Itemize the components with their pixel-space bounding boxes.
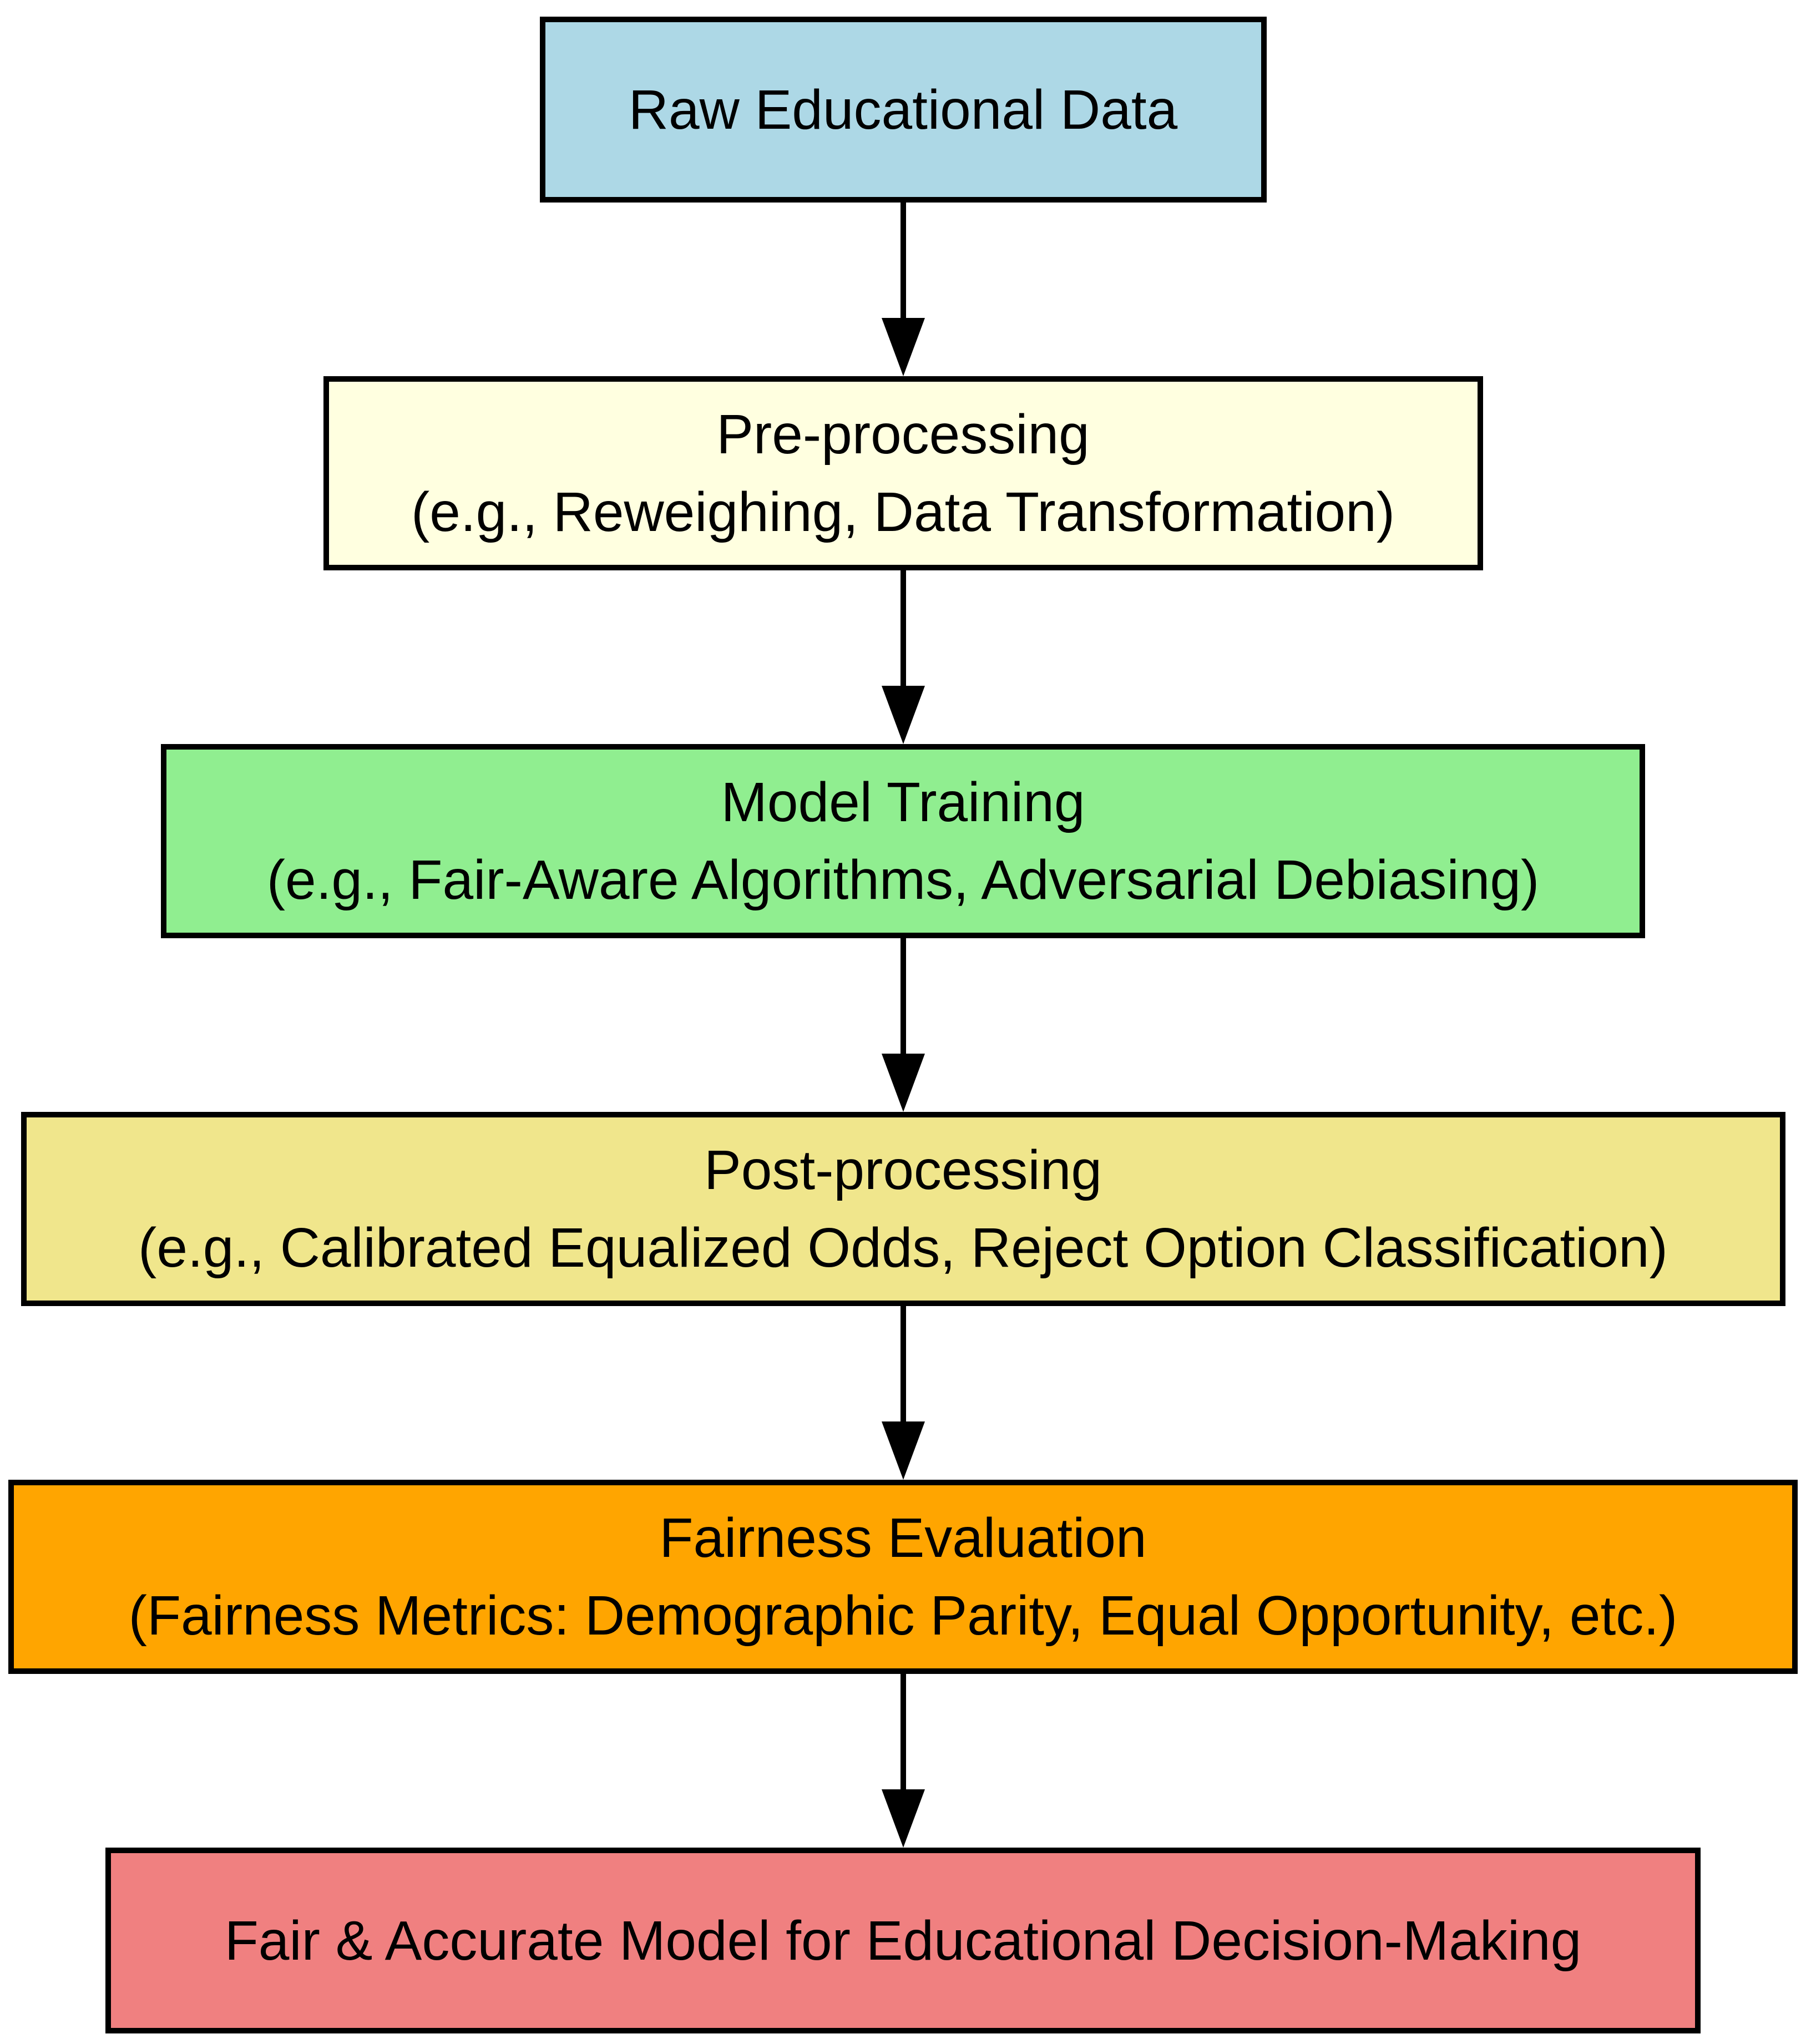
node-label: Fair & Accurate Model for Educational De…	[224, 1909, 1582, 1972]
flow-arrow-3	[881, 938, 925, 1112]
node-label: Fairness Evaluation	[659, 1507, 1147, 1569]
node-label: Post-processing	[704, 1139, 1102, 1201]
node-pre-processing: Pre-processing (e.g., Reweighing, Data T…	[323, 376, 1483, 570]
node-label: Pre-processing	[716, 403, 1090, 466]
arrow-line	[900, 938, 906, 1054]
arrow-head-down-icon	[881, 1421, 925, 1480]
flow-arrow-1	[881, 203, 925, 376]
node-sublabel: (e.g., Calibrated Equalized Odds, Reject…	[138, 1217, 1668, 1279]
node-raw-educational-data: Raw Educational Data	[539, 17, 1267, 203]
arrow-head-down-icon	[881, 1054, 925, 1112]
node-sublabel: (e.g., Reweighing, Data Transformation)	[411, 481, 1395, 543]
arrow-line	[900, 570, 906, 686]
node-label: Model Training	[721, 771, 1085, 833]
node-sublabel: (e.g., Fair-Aware Algorithms, Adversaria…	[266, 849, 1540, 911]
arrow-line	[900, 1674, 906, 1789]
flow-arrow-2	[881, 570, 925, 744]
arrow-head-down-icon	[881, 1789, 925, 1848]
arrow-line	[900, 1306, 906, 1421]
node-fair-accurate-model: Fair & Accurate Model for Educational De…	[105, 1848, 1701, 2033]
node-model-training: Model Training (e.g., Fair-Aware Algorit…	[161, 744, 1645, 938]
arrow-head-down-icon	[881, 318, 925, 376]
arrow-line	[900, 203, 906, 318]
flow-arrow-4	[881, 1306, 925, 1480]
node-sublabel: (Fairness Metrics: Demographic Parity, E…	[128, 1585, 1678, 1647]
flow-arrow-5	[881, 1674, 925, 1848]
arrow-head-down-icon	[881, 686, 925, 744]
node-fairness-evaluation: Fairness Evaluation (Fairness Metrics: D…	[8, 1480, 1798, 1674]
node-label: Raw Educational Data	[628, 78, 1178, 141]
node-post-processing: Post-processing (e.g., Calibrated Equali…	[21, 1112, 1785, 1306]
